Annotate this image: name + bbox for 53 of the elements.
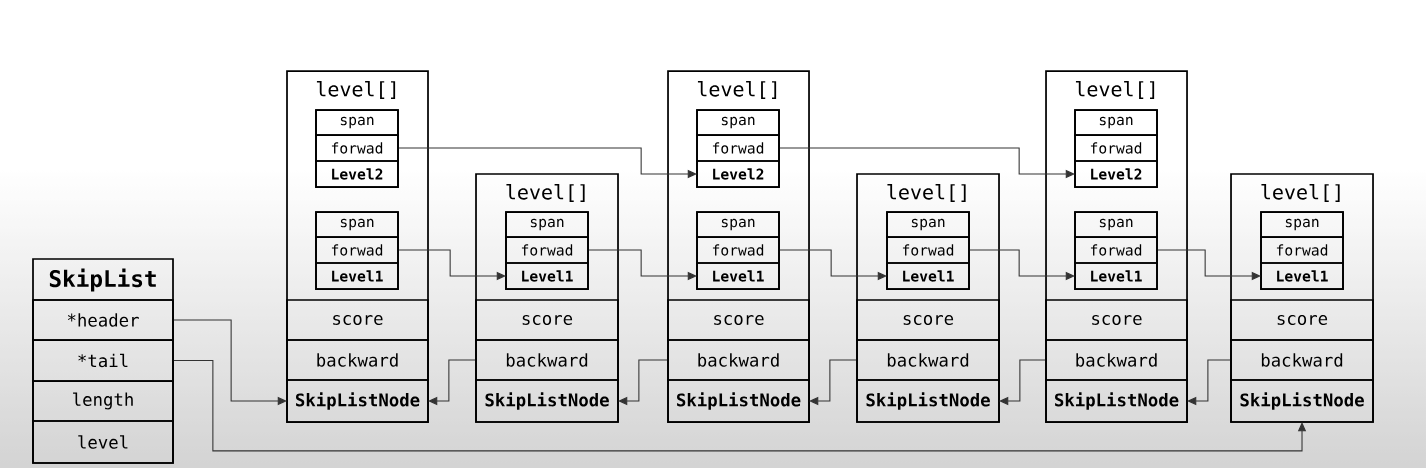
- field-cell: span: [1074, 109, 1158, 136]
- field-cell: forwad: [315, 236, 399, 264]
- level-name-cell: Level1: [886, 262, 970, 290]
- field-cell: score: [1230, 299, 1374, 341]
- arrow: [618, 359, 668, 406]
- field-cell: forwad: [315, 134, 399, 162]
- struct-name-cell: SkipListNode: [1230, 379, 1374, 423]
- field-cell: span: [886, 211, 970, 238]
- field-cell: *tail: [32, 339, 174, 382]
- field-cell: length: [32, 380, 174, 422]
- struct-name-cell: SkipListNode: [1045, 379, 1188, 423]
- field-cell: backward: [1230, 339, 1374, 381]
- field-cell: span: [505, 211, 589, 238]
- field-cell: level: [32, 420, 174, 464]
- field-cell: forwad: [1260, 236, 1344, 264]
- level-name-cell: Level2: [315, 160, 399, 188]
- field-cell: backward: [667, 339, 810, 381]
- field-cell: span: [315, 109, 399, 136]
- field-cell: score: [667, 299, 810, 341]
- field-cell: score: [286, 299, 429, 341]
- field-cell: score: [475, 299, 619, 341]
- field-cell: forwad: [505, 236, 589, 264]
- field-cell: span: [696, 109, 780, 136]
- level-name-cell: Level1: [505, 262, 589, 290]
- level-name-cell: Level1: [315, 262, 399, 290]
- arrow: [809, 359, 857, 406]
- struct-name-cell: SkipListNode: [856, 379, 1000, 423]
- field-cell: backward: [856, 339, 1000, 381]
- field-cell: span: [1260, 211, 1344, 238]
- field-cell: span: [315, 211, 399, 238]
- field-cell: score: [856, 299, 1000, 341]
- field-cell: span: [696, 211, 780, 238]
- field-cell: forwad: [1074, 134, 1158, 162]
- field-cell: score: [1045, 299, 1188, 341]
- level-name-cell: Level1: [1074, 262, 1158, 290]
- struct-name-cell: SkipListNode: [475, 379, 619, 423]
- arrow: [999, 359, 1046, 406]
- field-cell: forwad: [886, 236, 970, 264]
- level-name-cell: Level2: [696, 160, 780, 188]
- arrow: [1187, 359, 1231, 406]
- field-cell: *header: [32, 299, 174, 341]
- field-cell: backward: [1045, 339, 1188, 381]
- level-name-cell: Level2: [1074, 160, 1158, 188]
- struct-name-cell: SkipListNode: [667, 379, 810, 423]
- level-name-cell: Level1: [1260, 262, 1344, 290]
- field-cell: forwad: [696, 236, 780, 264]
- field-cell: backward: [286, 339, 429, 381]
- struct-name-cell: SkipListNode: [286, 379, 429, 423]
- field-cell: backward: [475, 339, 619, 381]
- field-cell: span: [1074, 211, 1158, 238]
- field-cell: forwad: [1074, 236, 1158, 264]
- field-cell: forwad: [696, 134, 780, 162]
- level-name-cell: Level1: [696, 262, 780, 290]
